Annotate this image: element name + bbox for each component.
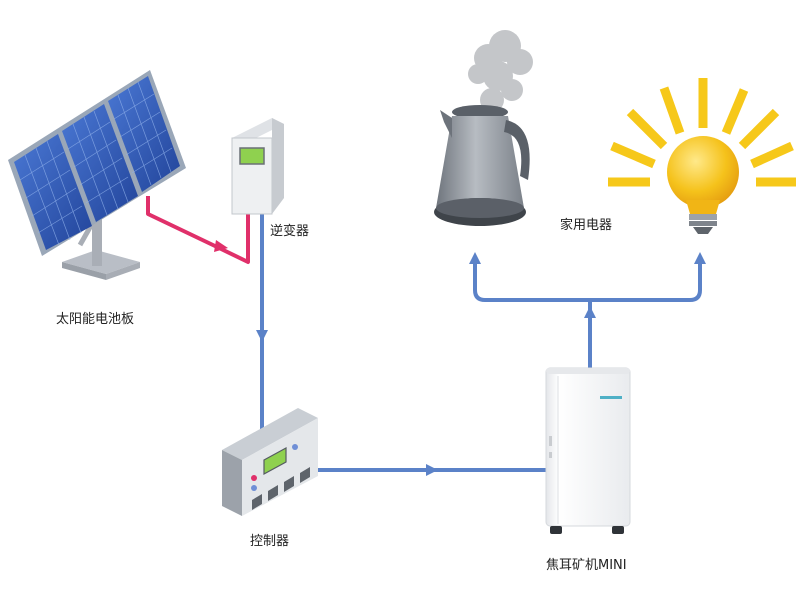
controller-label: 控制器 bbox=[250, 534, 290, 549]
arrow-up-icon bbox=[694, 252, 706, 264]
light-bulb-icon bbox=[608, 78, 796, 234]
wire-inverter-to-controller bbox=[256, 212, 268, 434]
inverter-screen bbox=[239, 147, 265, 165]
arrow-right-icon bbox=[426, 464, 438, 476]
appliances-label: 家用电器 bbox=[560, 218, 613, 233]
light-rays-icon bbox=[608, 78, 796, 187]
arrow-right-icon bbox=[214, 240, 228, 252]
arrow-up-icon bbox=[584, 306, 596, 318]
kettle-icon bbox=[434, 30, 533, 226]
inverter-label: 逆变器 bbox=[270, 224, 310, 239]
solar-panel-icon bbox=[8, 70, 186, 280]
power-station-device-icon bbox=[545, 367, 631, 534]
solar-panel-label: 太阳能电池板 bbox=[56, 312, 135, 327]
device-accent-stripe bbox=[600, 396, 622, 399]
wire-panel-to-inverter bbox=[146, 196, 250, 264]
arrow-down-icon bbox=[256, 330, 268, 342]
status-light-red bbox=[251, 475, 257, 481]
inverter-icon bbox=[231, 118, 284, 215]
wire-device-to-appliances bbox=[469, 252, 706, 368]
controller-icon bbox=[222, 408, 318, 516]
controller-screen bbox=[263, 446, 287, 476]
wire-controller-to-device bbox=[316, 464, 546, 476]
arrow-up-icon bbox=[469, 252, 481, 264]
device-label: 焦耳矿机MINI bbox=[546, 558, 627, 573]
status-light-blue bbox=[251, 485, 257, 491]
